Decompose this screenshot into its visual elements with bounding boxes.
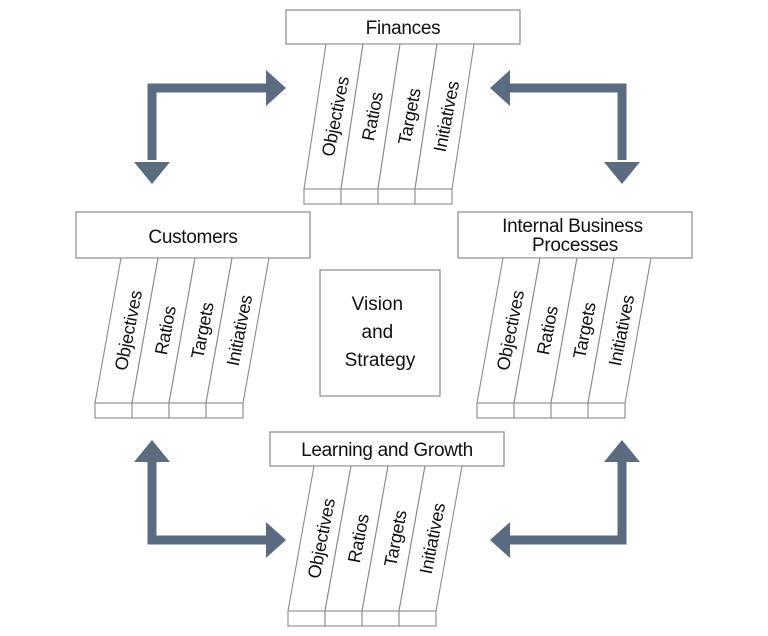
internal-title: Internal Business Processes xyxy=(502,216,648,256)
customers-column-base-ratios xyxy=(131,402,170,419)
vision-and-strategy: Vision and Strategy xyxy=(319,269,441,397)
customers-column-base-initiatives xyxy=(205,402,244,419)
finances-column-base-initiatives xyxy=(414,188,453,205)
vision-box xyxy=(319,269,441,397)
learning-header xyxy=(269,431,505,467)
finances-column-base-objectives xyxy=(303,188,342,205)
arrow-top-left xyxy=(134,70,286,184)
finances-column-base-ratios xyxy=(340,188,379,205)
arrows xyxy=(134,70,640,558)
customers-title: Customers xyxy=(148,227,237,248)
internal-header xyxy=(457,211,693,259)
customers-column-base-objectives xyxy=(94,402,133,419)
vision-text: Vision and Strategy xyxy=(345,294,416,371)
arrow-bottom-left xyxy=(134,440,286,558)
vision-line-3: Strategy xyxy=(345,350,416,371)
internal-column-base-ratios xyxy=(513,402,552,419)
finances-header xyxy=(285,9,521,45)
arrow-bottom-right xyxy=(490,440,640,558)
learning-title: Learning and Growth xyxy=(301,440,473,461)
vision-line-2: and xyxy=(362,322,394,343)
internal-title-line-1: Internal Business xyxy=(502,216,643,237)
internal-column-base-initiatives xyxy=(587,402,626,419)
learning-column-base-targets xyxy=(361,610,400,627)
finances-title: Finances xyxy=(366,18,441,39)
finances-column-base-targets xyxy=(377,188,416,205)
internal-column-base-objectives xyxy=(476,402,515,419)
arrow-top-right xyxy=(490,70,640,184)
learning-column-base-ratios xyxy=(324,610,363,627)
learning-title-line: Learning and Growth xyxy=(301,440,473,461)
customers-column-base-targets xyxy=(168,402,207,419)
internal-title-line-2: Processes xyxy=(532,235,618,256)
internal-column-base-targets xyxy=(550,402,589,419)
finances-title-line: Finances xyxy=(366,18,441,39)
vision-line-1: Vision xyxy=(352,294,403,315)
customers-header xyxy=(75,211,311,259)
learning-column-base-initiatives xyxy=(398,610,437,627)
learning-column-base-objectives xyxy=(287,610,326,627)
customers-title-line: Customers xyxy=(148,227,237,248)
